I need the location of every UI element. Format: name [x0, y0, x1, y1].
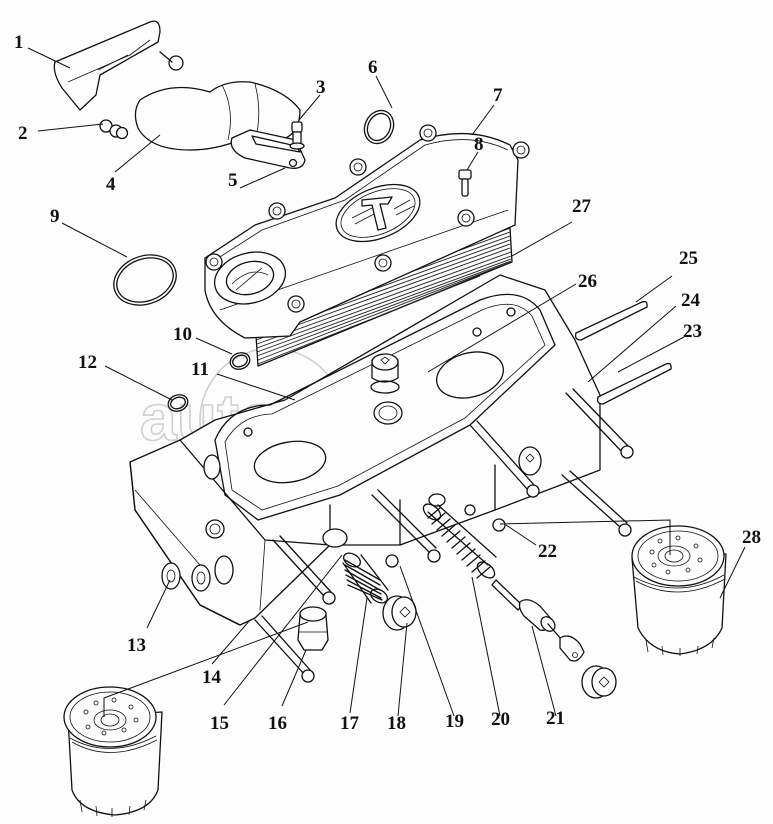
elbow-pipe-assembly [53, 20, 306, 169]
bolt-part-8 [458, 169, 472, 180]
bolt-part-19-head [385, 554, 399, 568]
leader-lines [27, 47, 746, 717]
callout-7: 7 [493, 85, 503, 106]
dowel-pin-part-23 [596, 362, 672, 405]
callout-13: 13 [127, 635, 146, 656]
callout-16: 16 [268, 713, 287, 734]
callout-5: 5 [228, 170, 238, 191]
rear-plug [518, 446, 542, 476]
gasket-face-part-26 [214, 293, 556, 521]
callout-21: 21 [546, 708, 565, 729]
dowel-pin-part-25 [574, 300, 648, 341]
bolt-part-24-head [620, 445, 634, 459]
callout-labels: 1 2 3 4 5 6 7 8 9 10 11 12 13 14 15 16 1… [14, 32, 761, 734]
relief-valve-part-21 [491, 579, 617, 699]
bolt-part-22-head [492, 518, 506, 532]
callout-25: 25 [679, 248, 698, 269]
bolt-part-14-head [322, 591, 336, 605]
callout-20: 20 [491, 709, 510, 730]
long-bolts [254, 388, 634, 683]
callout-17: 17 [340, 713, 360, 734]
callout-26: 26 [578, 271, 597, 292]
callout-3: 3 [316, 77, 326, 98]
callout-10: 10 [173, 324, 192, 345]
oil-filter-right [631, 525, 727, 656]
callout-12: 12 [78, 352, 97, 373]
bolt-part-22a-head [526, 484, 540, 498]
callout-24: 24 [681, 290, 701, 311]
callout-19: 19 [445, 711, 464, 732]
callout-1: 1 [14, 32, 24, 53]
bolt-part-16-head [301, 669, 315, 683]
bolt-part-19b-head [427, 549, 441, 563]
callout-27: 27 [572, 196, 592, 217]
callout-2: 2 [18, 123, 28, 144]
bolt-top [168, 55, 184, 71]
side-plug [203, 454, 221, 480]
spring-part-20 [422, 503, 497, 579]
filter-bore-right [436, 351, 504, 399]
flange-part-5 [230, 129, 306, 169]
filter-bore-left [253, 440, 327, 484]
plug-part-15 [322, 528, 348, 548]
bolt-part-3 [291, 121, 303, 133]
plug-part-13a [161, 562, 181, 590]
plug-part-13b [191, 564, 211, 592]
callout-9: 9 [50, 206, 60, 227]
o-ring-part-12 [167, 394, 189, 412]
spring-part-17 [342, 552, 389, 604]
callout-28: 28 [742, 527, 761, 548]
oil-cooler-part-7 [204, 124, 530, 367]
o-ring-part-10 [229, 352, 251, 370]
emblem-icon [335, 183, 421, 243]
callout-15: 15 [210, 713, 229, 734]
callout-11: 11 [191, 359, 209, 380]
oil-filter-left [63, 686, 163, 817]
callout-23: 23 [683, 321, 702, 342]
callout-6: 6 [368, 57, 378, 78]
callout-22: 22 [538, 541, 557, 562]
filter-housing-body [129, 274, 601, 626]
callout-14: 14 [202, 667, 222, 688]
o-ring-part-9 [113, 254, 177, 306]
bolt-part-22b-head [618, 523, 632, 537]
callout-8: 8 [474, 134, 484, 155]
callout-18: 18 [387, 713, 406, 734]
o-ring-part-6 [363, 109, 395, 145]
callout-4: 4 [106, 174, 116, 195]
